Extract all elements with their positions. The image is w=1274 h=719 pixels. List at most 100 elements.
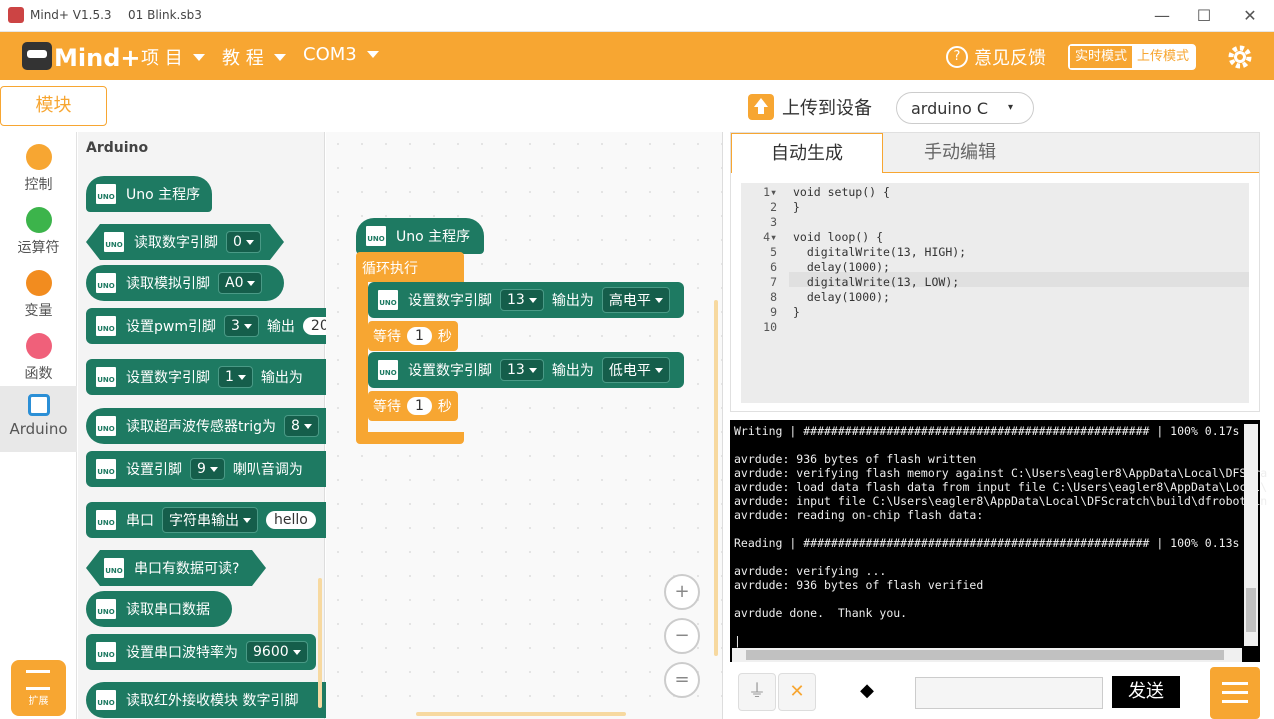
board-select[interactable]: arduino C ▾: [896, 92, 1034, 124]
variables-dot-icon: [25, 270, 52, 296]
tab-manual-edit[interactable]: 手动编辑: [924, 142, 996, 163]
block-read-analog[interactable]: UNO 读取模拟引脚 A0: [86, 265, 284, 301]
block-serial-available[interactable]: UNO 串口有数据可读?: [86, 550, 266, 586]
canvas-wait-block-1[interactable]: 等待 1 秒: [368, 321, 458, 351]
maximize-button[interactable]: ☐: [1196, 6, 1212, 25]
mode-realtime[interactable]: 实时模式: [1070, 46, 1133, 68]
menu-port[interactable]: COM3: [303, 44, 379, 65]
canvas-set-low-block[interactable]: UNO 设置数字引脚 13 输出为 低电平: [368, 352, 684, 388]
category-control[interactable]: 控制: [0, 136, 77, 196]
uno-board-icon: UNO: [94, 271, 118, 295]
extension-button[interactable]: 扩展: [11, 660, 66, 716]
robot-logo-icon: [22, 42, 52, 70]
block-read-ir[interactable]: UNO 读取红外接收模块 数字引脚: [86, 682, 346, 718]
close-button[interactable]: ✕: [1243, 6, 1257, 25]
code-line: delay(1000);: [793, 290, 890, 304]
canvas-vscrollbar[interactable]: [714, 300, 718, 656]
uno-board-icon: UNO: [94, 597, 118, 621]
block-read-ultrasonic[interactable]: UNO 读取超声波传感器trig为 8: [86, 408, 346, 444]
code-line: }: [793, 200, 800, 214]
block-serial-print[interactable]: UNO 串口 字符串输出 hello: [86, 502, 346, 538]
uno-board-icon: UNO: [94, 365, 118, 389]
canvas-set-high-block[interactable]: UNO 设置数字引脚 13 输出为 高电平: [368, 282, 684, 318]
code-line: void loop() {: [793, 230, 884, 244]
console-vscrollbar[interactable]: [1244, 424, 1258, 646]
canvas-hscrollbar[interactable]: [416, 712, 626, 716]
control-dot-icon: [25, 144, 52, 170]
title-bar: Mind+ V1.5.3 01 Blink.sb3 — ☐ ✕: [0, 0, 1274, 32]
hamburger-menu-icon[interactable]: [1210, 667, 1260, 719]
canvas-uno-main-block[interactable]: UNO Uno 主程序: [356, 218, 484, 254]
chevron-down-icon: [366, 51, 379, 58]
uno-board-icon: UNO: [94, 457, 118, 481]
serial-send-input[interactable]: [915, 677, 1103, 709]
code-editor[interactable]: 1▾ 2 3 4▾ 5 6 7 8 9 10 void setup() { } …: [741, 183, 1249, 403]
zoom-reset-button[interactable]: =: [664, 662, 700, 698]
menu-tutorial[interactable]: 教 程: [222, 44, 286, 70]
code-line: }: [793, 305, 800, 319]
minimize-button[interactable]: —: [1154, 6, 1170, 25]
script-canvas[interactable]: UNO Uno 主程序 循环执行 UNO 设置数字引脚 13 输出为 高电平 等…: [326, 132, 723, 719]
line-number: 3: [770, 215, 777, 229]
category-functions[interactable]: 函数: [0, 325, 77, 385]
block-set-tone[interactable]: UNO 设置引脚 9 喇叭音调为: [86, 451, 346, 487]
module-button[interactable]: 模块: [0, 86, 107, 126]
canvas-wait-block-2[interactable]: 等待 1 秒: [368, 391, 458, 421]
feedback-button[interactable]: ? 意见反馈: [946, 44, 1046, 70]
code-line: void setup() {: [793, 185, 890, 199]
line-number: 4▾: [763, 230, 777, 244]
category-variables[interactable]: 变量: [0, 262, 77, 322]
gear-icon[interactable]: [1226, 43, 1254, 71]
console-hscrollbar[interactable]: [732, 648, 1242, 662]
chevron-down-icon: [192, 53, 205, 61]
block-serial-baud[interactable]: UNO 设置串口波特率为 9600: [86, 634, 316, 670]
file-name: 01 Blink.sb3: [128, 8, 202, 22]
chevron-down-icon: [273, 53, 286, 61]
category-operators[interactable]: 运算符: [0, 199, 77, 259]
block-set-digital[interactable]: UNO 设置数字引脚 1 输出为: [86, 359, 346, 395]
usb-disconnect-icon[interactable]: ✕: [778, 673, 816, 711]
category-arduino[interactable]: Arduino: [0, 386, 77, 452]
line-number: 6: [770, 260, 777, 274]
app-name: Mind+ V1.5.3: [30, 8, 112, 22]
uno-board-icon: UNO: [94, 314, 118, 338]
serial-console[interactable]: Writing | ##############################…: [730, 420, 1267, 662]
zoom-in-button[interactable]: +: [664, 574, 700, 610]
menu-project[interactable]: 项 目: [141, 44, 205, 70]
tab-auto-generate[interactable]: 自动生成: [731, 133, 883, 173]
top-nav: Mind+ 项 目 教 程 COM3 ? 意见反馈 实时模式 上传模式: [0, 32, 1274, 80]
uno-board-icon: UNO: [94, 688, 118, 712]
uno-board-icon: UNO: [102, 556, 126, 580]
block-palette: Arduino UNO Uno 主程序 UNO 读取数字引脚 0 UNO 读取模…: [78, 132, 346, 719]
mode-upload[interactable]: 上传模式: [1132, 46, 1195, 68]
line-number: 10: [763, 320, 777, 334]
eraser-icon[interactable]: ◆: [848, 673, 886, 711]
send-button[interactable]: 发送: [1112, 676, 1180, 708]
code-line: delay(1000);: [793, 260, 890, 274]
block-uno-main[interactable]: UNO Uno 主程序: [86, 176, 212, 212]
line-number: 1▾: [763, 185, 777, 199]
block-serial-read[interactable]: UNO 读取串口数据: [86, 591, 232, 627]
usb-icon[interactable]: ⏚: [738, 673, 776, 711]
block-read-digital[interactable]: UNO 读取数字引脚 0: [86, 224, 284, 260]
uno-board-icon: UNO: [102, 230, 126, 254]
uno-board-icon: UNO: [376, 358, 400, 382]
app-icon: [8, 7, 24, 23]
code-panel: 自动生成 手动编辑 1▾ 2 3 4▾ 5 6 7 8 9 10 void se…: [730, 132, 1260, 412]
upload-to-device-button[interactable]: 上传到设备: [748, 93, 872, 121]
palette-scrollbar[interactable]: [318, 578, 322, 708]
block-set-pwm[interactable]: UNO 设置pwm引脚 3 输出 20: [86, 308, 346, 344]
question-icon: ?: [946, 46, 968, 68]
palette-title: Arduino: [86, 140, 149, 156]
zoom-out-button[interactable]: −: [664, 618, 700, 654]
functions-dot-icon: [25, 333, 52, 359]
uno-board-icon: UNO: [94, 640, 118, 664]
category-list: 控制 运算符 变量 函数 Arduino: [0, 132, 77, 719]
line-number: 5: [770, 245, 777, 259]
operators-dot-icon: [25, 207, 52, 233]
mode-switch[interactable]: 实时模式 上传模式: [1068, 44, 1197, 70]
serial-controls: ⏚ ✕ ◆ 发送: [730, 665, 1274, 719]
upload-icon: [748, 94, 774, 120]
line-number: 2: [770, 200, 777, 214]
uno-board-icon: UNO: [364, 224, 388, 248]
